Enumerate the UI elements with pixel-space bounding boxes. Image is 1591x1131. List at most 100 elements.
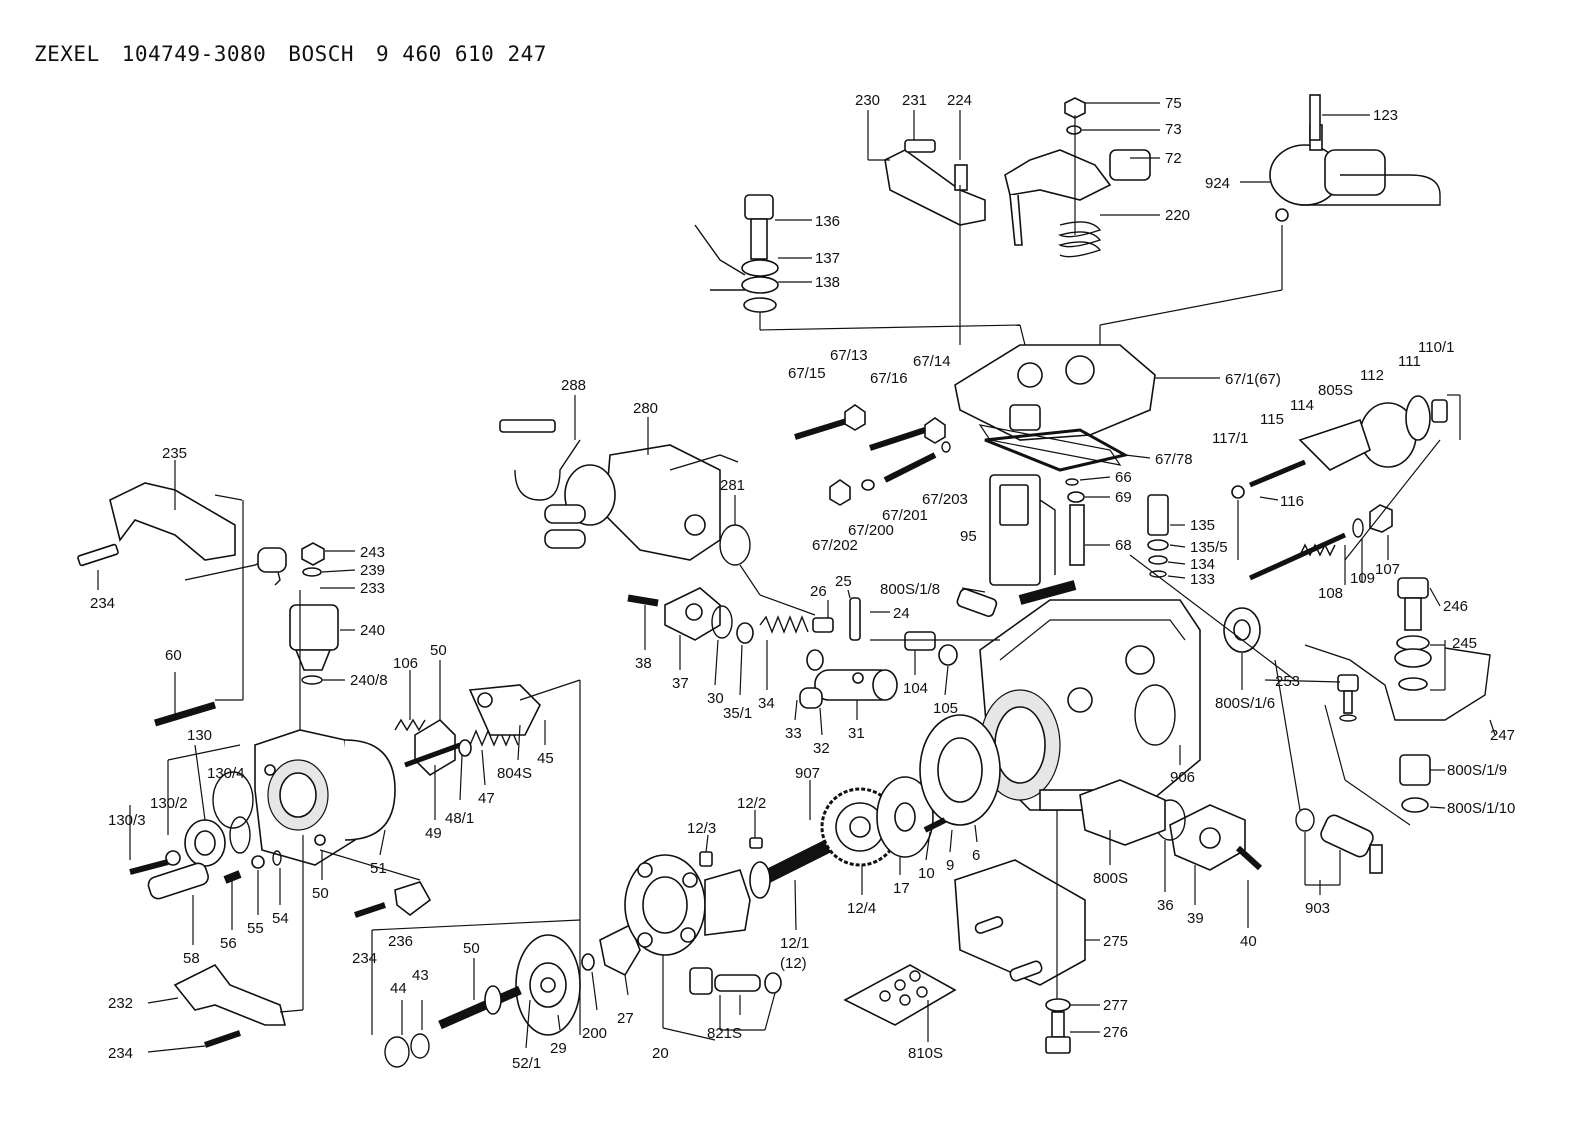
label-106: 106	[393, 655, 418, 672]
spring-34	[759, 615, 809, 634]
label-9: 9	[946, 857, 954, 874]
label-114: 114	[1290, 397, 1314, 414]
label-236: 236	[388, 933, 413, 950]
label-30: 30	[707, 690, 724, 707]
label-67-16: 67/16	[870, 370, 908, 387]
coupling-17	[876, 776, 934, 858]
cam-disc-29	[515, 934, 581, 1036]
label-12-3: 12/3	[687, 820, 716, 837]
part-number-labels: 230 231 224 75 73 72 220 123 924 136 137…	[90, 92, 1515, 1072]
label-50-mid: 50	[312, 885, 329, 902]
label-136: 136	[815, 213, 840, 230]
label-116: 116	[1280, 493, 1304, 510]
ring-43	[410, 1033, 430, 1059]
seal-105	[938, 644, 958, 666]
bolt-set-821S	[689, 967, 782, 995]
adjusting-screws	[794, 404, 951, 506]
screw-234-bottom	[204, 1030, 241, 1048]
bracket-236	[394, 881, 432, 917]
label-906: 906	[1170, 769, 1195, 786]
label-240: 240	[360, 622, 385, 639]
label-55: 55	[247, 920, 264, 937]
nut-75	[1064, 97, 1086, 119]
label-67-201: 67/201	[882, 507, 928, 524]
bolt-40	[1235, 845, 1263, 871]
label-112: 112	[1360, 367, 1384, 384]
banjo-fitting-246	[1304, 577, 1491, 721]
label-52-1: 52/1	[512, 1055, 541, 1072]
label-800S: 800S	[1093, 870, 1128, 887]
label-25: 25	[835, 573, 852, 590]
plug-800S-1-8	[956, 588, 998, 618]
label-56: 56	[220, 935, 237, 952]
label-220: 220	[1165, 207, 1190, 224]
pressure-valve-68	[1065, 478, 1085, 566]
label-67-200: 67/200	[848, 522, 894, 539]
header-bosch-part-number: 9 460 610 247	[376, 42, 547, 66]
label-12-paren: (12)	[780, 955, 807, 972]
label-247: 247	[1490, 727, 1515, 744]
timer-cover-37	[664, 587, 721, 641]
cross-disc-27	[599, 923, 641, 977]
label-43: 43	[412, 967, 429, 984]
label-277: 277	[1103, 997, 1128, 1014]
banjo-fitting-136	[694, 194, 779, 313]
label-275: 275	[1103, 933, 1128, 950]
drive-shaft-50	[438, 985, 522, 1030]
label-239: 239	[360, 562, 385, 579]
header-zexel-part-number: 104749-3080	[121, 42, 267, 66]
mounting-bracket-275	[954, 859, 1086, 986]
label-66: 66	[1115, 469, 1132, 486]
label-111: 111	[1398, 353, 1421, 370]
label-27: 27	[617, 1010, 634, 1027]
label-107: 107	[1375, 561, 1400, 578]
label-67-14: 67/14	[913, 353, 951, 370]
label-26: 26	[810, 583, 827, 600]
label-805S: 805S	[1318, 382, 1353, 399]
valve-135	[1147, 494, 1169, 578]
label-135-5: 135/5	[1190, 539, 1228, 556]
inlet-housing-280	[544, 444, 739, 561]
pin-24	[849, 597, 861, 641]
speed-sensor-group	[1231, 395, 1448, 499]
o-ring-903	[1295, 808, 1315, 832]
label-130-2: 130/2	[150, 795, 188, 812]
label-58: 58	[183, 950, 200, 967]
label-133: 133	[1190, 571, 1215, 588]
label-49: 49	[425, 825, 442, 842]
label-234-mid: 234	[352, 950, 377, 967]
timer-piston-50	[404, 684, 541, 777]
label-31: 31	[848, 725, 865, 742]
o-ring-281	[719, 524, 751, 566]
label-134: 134	[1190, 556, 1215, 573]
label-12-4: 12/4	[847, 900, 876, 917]
label-73: 73	[1165, 121, 1182, 138]
label-108: 108	[1318, 585, 1343, 602]
o-ring-906	[1134, 684, 1176, 746]
label-54: 54	[272, 910, 289, 927]
label-137: 137	[815, 250, 840, 267]
bolt-276	[1045, 1011, 1071, 1054]
label-234-bottom: 234	[108, 1045, 133, 1062]
label-24: 24	[893, 605, 910, 622]
label-243: 243	[360, 544, 385, 561]
label-10: 10	[918, 865, 935, 882]
flange-6	[919, 714, 1001, 826]
label-110-1: 110/1	[1418, 339, 1454, 356]
shim-33	[806, 649, 824, 671]
label-253: 253	[1275, 673, 1300, 690]
label-235: 235	[162, 445, 187, 462]
label-130-3: 130/3	[108, 812, 146, 829]
screw-234-mid	[354, 902, 386, 918]
label-130-4: 130/4	[207, 765, 245, 782]
screw-104	[904, 631, 936, 651]
washer-73	[1066, 125, 1082, 135]
label-907: 907	[795, 765, 820, 782]
control-lever-72	[1004, 149, 1151, 246]
sensor-903	[1320, 814, 1383, 874]
label-276: 276	[1103, 1024, 1128, 1041]
seal-44	[384, 1036, 410, 1068]
screw-234-top	[77, 543, 119, 567]
governor-housing-95	[989, 474, 1056, 586]
